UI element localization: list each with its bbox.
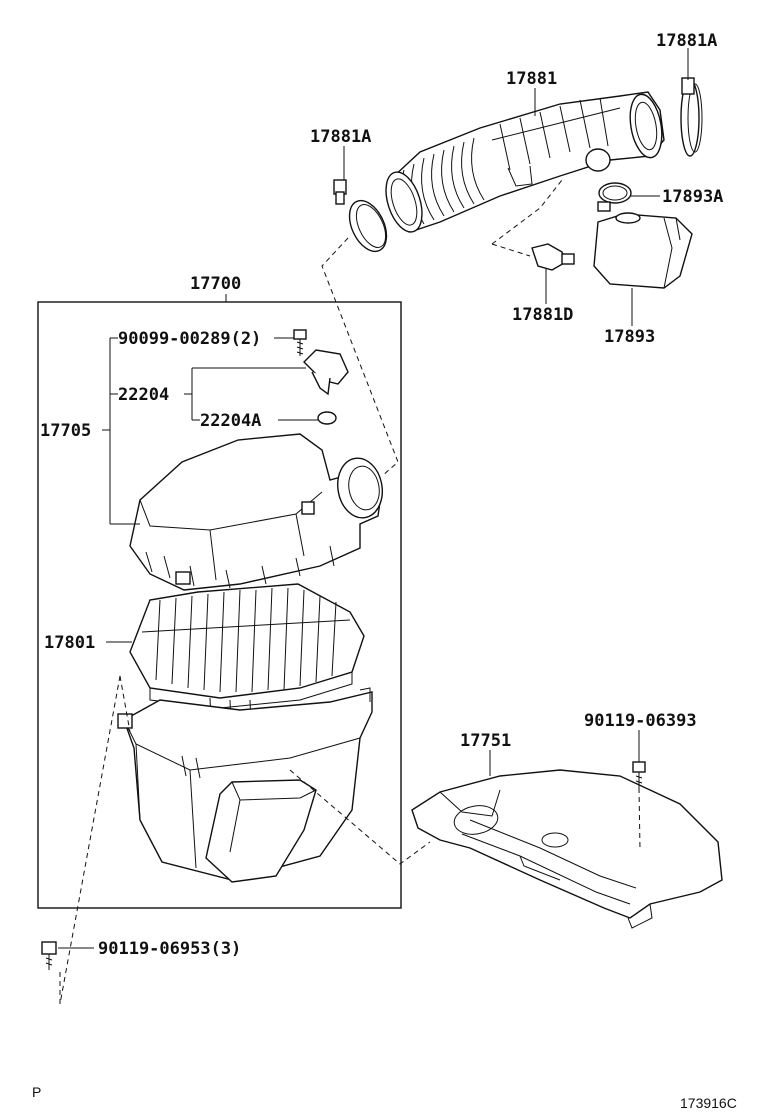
o-ring-22204A	[317, 411, 337, 425]
label-17881A-top: 17881A	[656, 31, 717, 51]
diagram-id: 173916C	[680, 1095, 737, 1111]
label-22204A: 22204A	[200, 411, 261, 431]
label-17700: 17700	[190, 274, 241, 294]
assembly-box-17700	[37, 301, 402, 909]
resonator-17893	[593, 212, 693, 289]
label-90119-06953: 90119-06953(3)	[98, 939, 241, 959]
label-90119-06393: 90119-06393	[584, 711, 697, 731]
label-90099-00289: 90099-00289(2)	[118, 329, 261, 349]
filter-element-17801	[129, 583, 365, 751]
hose-clamp-17881A-left	[333, 179, 388, 253]
intake-hose-17881	[385, 91, 665, 233]
hose-clamp-17881A-right	[680, 77, 703, 157]
label-17801: 17801	[44, 633, 95, 653]
label-17881: 17881	[506, 69, 557, 89]
assembly-dashed-lines	[59, 179, 641, 1005]
label-17881D: 17881D	[512, 305, 573, 325]
page-marker: P	[32, 1084, 41, 1100]
hose-clamp-17893A	[597, 182, 632, 212]
leader-lines	[58, 48, 689, 949]
label-17751: 17751	[460, 731, 511, 751]
label-17881A-left: 17881A	[310, 127, 371, 147]
air-cleaner-case	[117, 687, 373, 883]
label-17705: 17705	[40, 421, 91, 441]
bolt-90119-06953	[41, 941, 57, 970]
label-17893A: 17893A	[662, 187, 723, 207]
inlet-duct-17751	[411, 769, 723, 929]
bolt-90099-00289	[293, 329, 307, 356]
label-17893: 17893	[604, 327, 655, 347]
sensor-17881D	[531, 243, 575, 271]
label-22204: 22204	[118, 385, 169, 405]
air-cleaner-cap-17705	[129, 433, 383, 591]
airflow-sensor-22204	[303, 349, 349, 396]
